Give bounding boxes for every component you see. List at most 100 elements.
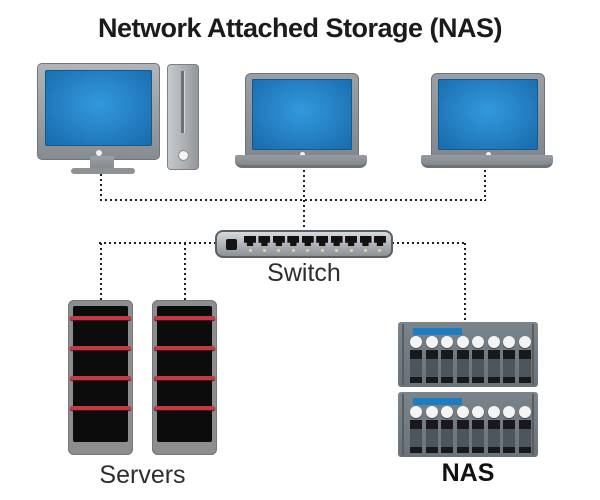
switch-uplink-port — [226, 239, 237, 250]
drive-knob — [410, 406, 422, 418]
port-led — [277, 249, 281, 252]
servers-label: Servers — [99, 461, 186, 489]
rj45-port-icon — [373, 236, 386, 256]
nas-label: NAS — [441, 459, 495, 487]
monitor-screen — [45, 70, 152, 146]
drive-knob — [518, 336, 531, 348]
line-clients-bus — [100, 199, 486, 201]
laptop-lid — [245, 73, 359, 160]
server-tower-icon — [152, 300, 217, 455]
line-laptop2-drop — [484, 170, 486, 201]
tower-power-button — [178, 150, 189, 161]
port-led — [335, 249, 339, 252]
drive-tray — [456, 420, 469, 453]
drive-bay-icon — [503, 336, 516, 384]
desktop-tower-icon — [167, 64, 199, 170]
drive-bay-icon — [410, 336, 422, 384]
rj45-port-icon — [359, 236, 372, 256]
drive-bay-icon — [472, 336, 485, 384]
line-desktop-drop — [100, 174, 102, 201]
rj45-port-icon — [345, 236, 358, 256]
port-led — [349, 249, 353, 252]
drive-knob — [441, 336, 454, 348]
drive-knob — [472, 406, 485, 418]
drive-bay-icon — [472, 406, 485, 454]
server-front-panel — [157, 306, 212, 442]
drive-knob — [487, 406, 500, 418]
laptop-icon — [421, 73, 553, 168]
line-nas-drop — [464, 243, 466, 322]
port-led — [378, 249, 382, 252]
nas-bay-row — [410, 406, 531, 454]
drive-tray — [456, 350, 469, 383]
server-group — [68, 300, 217, 455]
nas-stack — [398, 322, 538, 457]
rj45-jack — [244, 236, 256, 246]
drive-bay-icon — [425, 336, 438, 384]
drive-tray — [487, 420, 500, 453]
rj45-jack — [373, 236, 386, 246]
server-led-stripe — [154, 376, 215, 380]
rj45-jack — [258, 236, 271, 246]
laptop-lid — [431, 73, 545, 160]
server-led-stripe — [154, 346, 215, 350]
port-led — [248, 249, 252, 252]
rj45-port-icon — [301, 236, 314, 256]
rj45-port-icon — [258, 236, 271, 256]
drive-bay-icon — [410, 406, 422, 454]
nas-status-bar — [413, 328, 462, 335]
tower-drive-slot — [181, 71, 184, 133]
laptop-camera-dot — [485, 152, 491, 157]
rj45-jack — [330, 236, 343, 246]
nas-bay-row — [410, 336, 531, 384]
laptop-icon — [235, 73, 367, 168]
server-tower-icon — [68, 300, 133, 455]
drive-tray — [425, 420, 438, 453]
rack-ear-right — [532, 394, 534, 455]
rack-ear-left — [402, 324, 404, 385]
drive-bay-icon — [441, 406, 454, 454]
drive-tray — [410, 350, 422, 383]
network-switch-icon — [215, 230, 393, 258]
rj45-jack — [287, 236, 300, 246]
nas-unit-icon — [398, 322, 538, 387]
server-led-stripe — [154, 316, 215, 320]
rj45-jack — [272, 236, 285, 246]
monitor-power-led — [95, 150, 102, 156]
rj45-port-icon — [316, 236, 329, 256]
drive-knob — [518, 406, 531, 418]
rj45-jack — [345, 236, 358, 246]
drive-tray — [472, 350, 485, 383]
drive-tray — [503, 420, 516, 453]
laptop-camera-dot — [299, 152, 305, 157]
drive-bay-icon — [518, 406, 531, 454]
nas-status-bar — [413, 398, 462, 405]
port-led — [291, 249, 295, 252]
drive-bay-icon — [456, 336, 469, 384]
rj45-jack — [301, 236, 314, 246]
drive-tray — [518, 350, 531, 383]
server-front-panel — [73, 306, 128, 442]
port-led — [364, 249, 367, 252]
drive-knob — [487, 336, 500, 348]
rj45-port-icon — [287, 236, 300, 256]
diagram-title: Network Attached Storage (NAS) — [97, 13, 503, 43]
port-led — [262, 249, 266, 252]
drive-tray — [441, 350, 454, 383]
rack-ear-left — [402, 394, 404, 455]
line-server1-drop — [100, 243, 102, 300]
drive-knob — [410, 336, 422, 348]
laptop-base — [235, 155, 367, 168]
drive-knob — [456, 406, 469, 418]
drive-tray — [472, 420, 485, 453]
drive-tray — [503, 350, 516, 383]
rj45-jack — [359, 236, 372, 246]
server-led-stripe — [70, 316, 131, 320]
server-led-stripe — [70, 406, 131, 410]
line-switch-left — [99, 242, 216, 244]
drive-tray — [441, 420, 454, 453]
rj45-jack — [316, 236, 329, 246]
line-server2-drop — [184, 243, 186, 300]
drive-knob — [425, 406, 438, 418]
line-switch-right — [392, 242, 466, 244]
